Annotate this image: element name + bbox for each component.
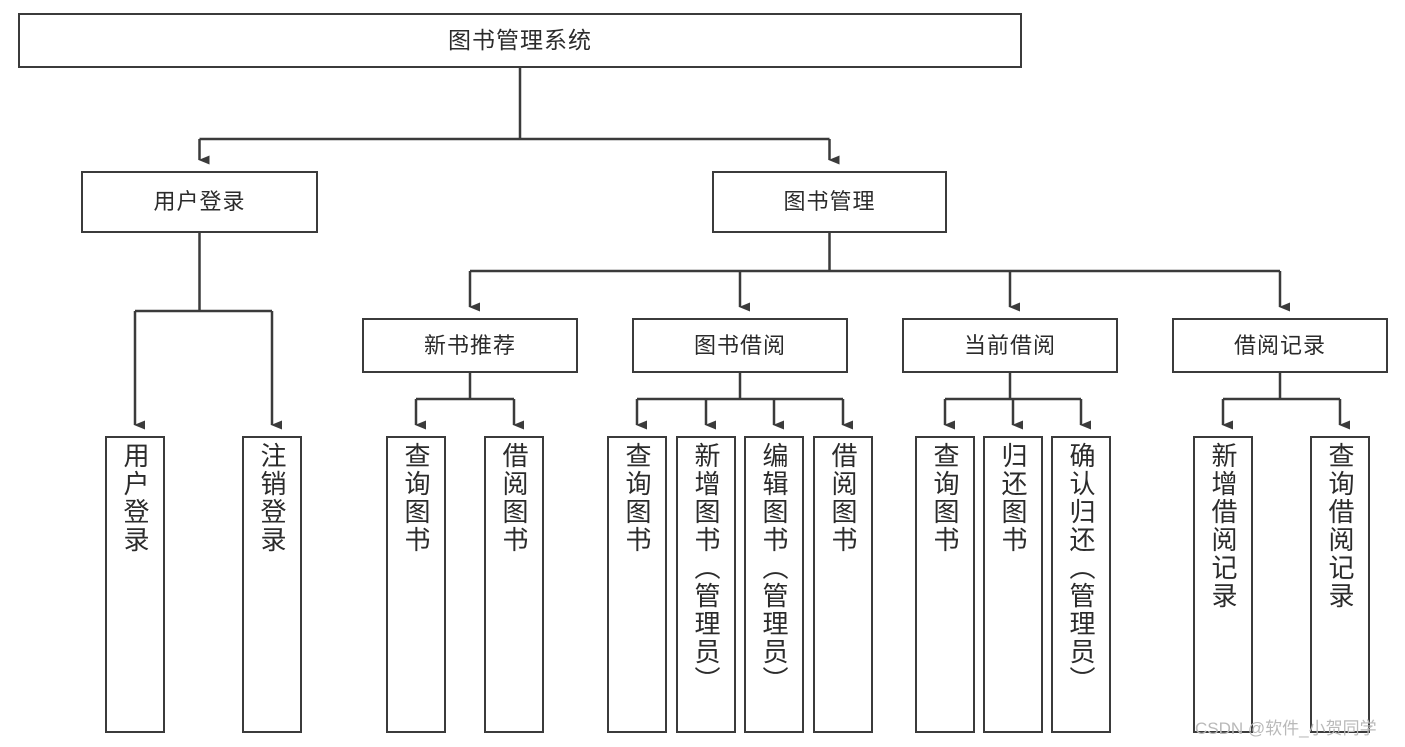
node-leaf-query-cur[interactable]: 查询图书 [915,436,975,733]
node-label: 图书管理系统 [448,26,592,53]
node-label: 新书推荐 [423,332,516,358]
node-label: 注销登录 [257,442,287,554]
node-bookmgr[interactable]: 图书管理 [712,171,947,233]
node-leaf-confirm-ret[interactable]: 确认归还（管理员） [1051,436,1111,733]
node-leaf-return-book[interactable]: 归还图书 [983,436,1043,733]
node-leaf-borrow-book[interactable]: 借阅图书 [813,436,873,733]
node-leaf-edit-book[interactable]: 编辑图书（管理员） [744,436,804,733]
csdn-watermark: CSDN @软件_小贺同学 [1195,719,1377,738]
node-login[interactable]: 用户登录 [81,171,318,233]
node-leaf-query-new[interactable]: 查询图书 [386,436,446,733]
node-label: 图书借阅 [693,332,786,358]
node-root[interactable]: 图书管理系统 [18,13,1022,68]
node-leaf-login[interactable]: 用户登录 [105,436,165,733]
node-records[interactable]: 借阅记录 [1172,318,1388,373]
node-leaf-add-book[interactable]: 新增图书（管理员） [676,436,736,733]
node-newbook[interactable]: 新书推荐 [362,318,578,373]
node-label: 图书管理 [783,189,876,215]
node-current[interactable]: 当前借阅 [902,318,1118,373]
node-borrow[interactable]: 图书借阅 [632,318,848,373]
node-leaf-query-book[interactable]: 查询图书 [607,436,667,733]
node-label: 确认归还（管理员） [1066,442,1096,694]
node-label: 借阅记录 [1233,332,1326,358]
node-label: 借阅图书 [499,442,529,554]
node-label: 查询图书 [930,442,960,554]
node-label: 查询图书 [401,442,431,554]
node-leaf-logout[interactable]: 注销登录 [242,436,302,733]
node-label: 新增图书（管理员） [691,442,721,694]
node-label: 新增借阅记录 [1208,442,1238,610]
node-label: 归还图书 [998,442,1028,554]
node-label: 查询图书 [622,442,652,554]
node-label: 当前借阅 [963,332,1056,358]
node-label: 用户登录 [120,442,150,554]
node-leaf-add-record[interactable]: 新增借阅记录 [1193,436,1253,733]
node-label: 查询借阅记录 [1325,442,1355,610]
node-label: 用户登录 [153,189,246,215]
node-label: 借阅图书 [828,442,858,554]
node-leaf-query-record[interactable]: 查询借阅记录 [1310,436,1370,733]
node-label: 编辑图书（管理员） [759,442,789,694]
node-leaf-borrow-new[interactable]: 借阅图书 [484,436,544,733]
